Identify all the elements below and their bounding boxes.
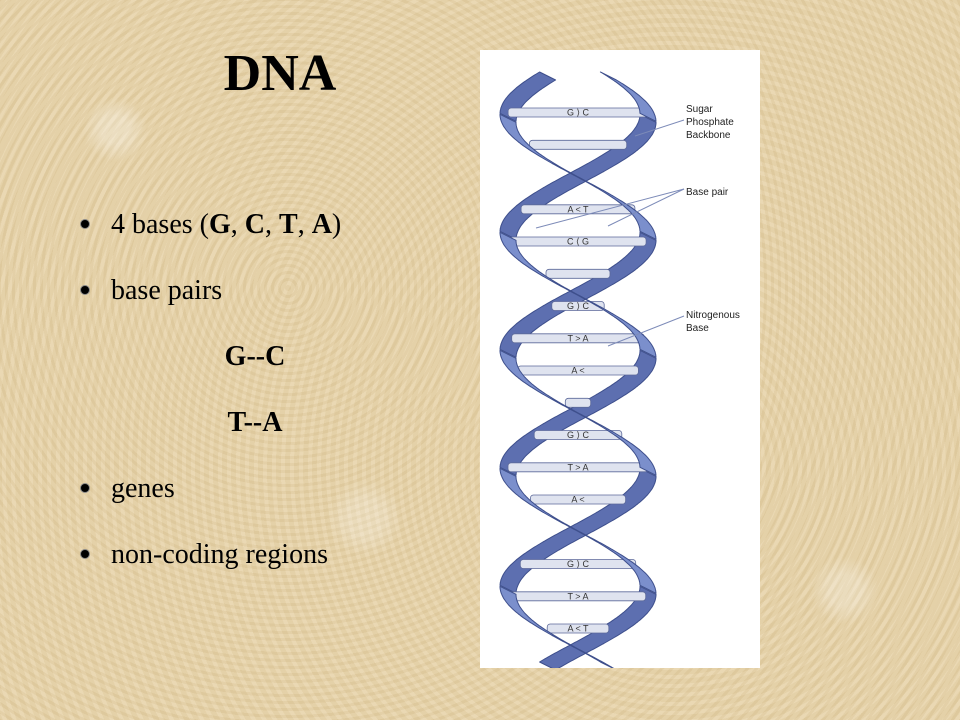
base-pair-rung (564, 397, 592, 408)
bullet-icon (80, 284, 90, 295)
base-letter-t: T (279, 209, 298, 240)
backbone-back-1-segment (539, 585, 657, 668)
bases-suffix: ) (331, 209, 342, 240)
slide-title: DNA (223, 45, 337, 102)
bullet-genes: genes (80, 472, 460, 506)
backbone-front-2-segment (499, 113, 657, 240)
base-letter-g: G (208, 209, 231, 240)
base-pair-label: G ⟩ C (567, 559, 590, 569)
backbone-front-2-segment (499, 349, 657, 476)
leader-lines (535, 119, 685, 347)
base-pair-rung (530, 494, 626, 505)
label-nitrogenous-line-2: Base (686, 323, 709, 334)
base-pair-rung (545, 268, 611, 279)
dna-helix-diagram: G ⟩ C A < T C ⟨ G G ⟩ C T > A A < G ⟩ C T > A A … (480, 50, 760, 668)
label-backbone-line-1: Sugar (686, 104, 713, 115)
bullet-icon (80, 218, 90, 229)
backbone-front-1-segment (499, 467, 657, 594)
base-pairs-text: base pairs (111, 275, 223, 306)
label-nitrogenous: Nitrogenous Base (686, 310, 740, 334)
base-separator: , (265, 209, 279, 240)
base-pair-label: C ⟨ G (567, 237, 589, 247)
strand-front-layer (499, 71, 657, 668)
base-pair-label: A < T (567, 204, 589, 214)
base-letter-a: A (311, 209, 332, 240)
base-pair-rung (519, 559, 637, 569)
leader-backbone (634, 119, 685, 137)
label-backbone-line-3: Backbone (686, 130, 731, 141)
base-pair-rung (551, 301, 605, 311)
base-pair-rung (533, 430, 623, 440)
base-pair-label: G ⟩ C (567, 108, 590, 118)
base-pair-rung (529, 139, 628, 150)
base-pair-label: G ⟩ C (567, 430, 590, 440)
label-nitrogenous-line-1: Nitrogenous (686, 310, 740, 321)
base-pair-label: A < (571, 366, 584, 376)
base-separator: , (297, 209, 312, 240)
base-pair-rung (546, 623, 610, 634)
bullet-bases: 4 bases (G, C, T, A) (80, 208, 460, 242)
base-pair-label: G ⟩ C (567, 301, 590, 311)
bullet-base-pairs: base pairs (80, 274, 460, 308)
leader-base-pair-2 (607, 188, 685, 227)
noncoding-text: non-coding regions (111, 539, 328, 570)
base-pair-label: T > A (567, 462, 588, 472)
pair-gc: G--C (224, 341, 286, 372)
bullet-icon (80, 548, 90, 559)
base-separator: , (230, 209, 245, 240)
base-pair-label: T > A (567, 591, 588, 601)
backbone-front-1-segment (499, 231, 657, 358)
pair-ta: T--A (227, 407, 283, 438)
leader-nitrogenous (607, 315, 685, 347)
backbone-front-1-segment (599, 71, 657, 122)
genes-text: genes (111, 473, 175, 504)
base-pair-rung (520, 204, 636, 215)
bullet-list: 4 bases (G, C, T, A) base pairs G--C T--… (80, 208, 460, 604)
bases-prefix: 4 bases ( (111, 209, 209, 240)
base-letter-c: C (244, 209, 265, 240)
backbone-front-2-segment (499, 585, 615, 668)
label-backbone: Sugar Phosphate Backbone (686, 104, 734, 141)
label-base-pair: Base pair (686, 187, 729, 198)
label-backbone-line-2: Phosphate (686, 117, 734, 128)
dna-helix-svg: G ⟩ C A < T C ⟨ G G ⟩ C T > A A < G ⟩ C T > A A … (499, 71, 740, 668)
base-pair-label: T > A (567, 333, 588, 343)
bullet-noncoding: non-coding regions (80, 538, 460, 572)
bullet-icon (80, 482, 90, 493)
base-pair-label: A < T (567, 624, 589, 634)
leader-base-pair-1 (535, 188, 685, 229)
rung-layer: G ⟩ C A < T C ⟨ G G ⟩ C T > A A < G ⟩ C T > A A … (507, 108, 649, 634)
base-pair-label: A < (571, 495, 584, 505)
